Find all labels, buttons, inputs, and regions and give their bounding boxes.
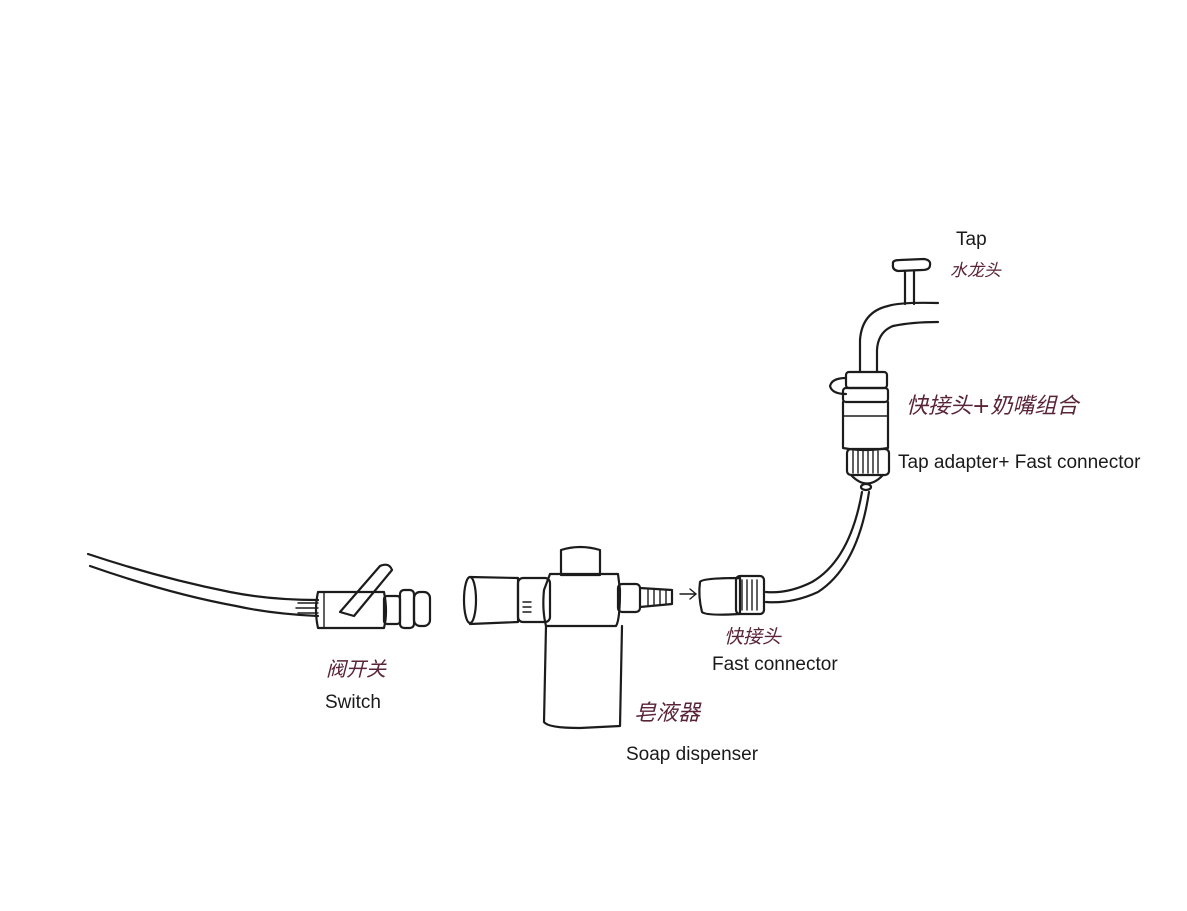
switch-label: Switch [325, 692, 381, 713]
tap-adapter-label: Tap adapter+ Fast connector [898, 452, 1141, 473]
tap-label-cn: 水龙头 [950, 261, 1001, 281]
fast-connector-label-cn: 快接头 [724, 626, 782, 648]
tap-drawing [858, 257, 940, 374]
switch-drawing [295, 563, 432, 630]
fast-connector-drawing [679, 574, 766, 616]
tap-adapter-drawing [828, 370, 891, 492]
left-hose [86, 552, 320, 602]
tap-label: Tap [956, 229, 987, 250]
soap-dispenser-label-cn: 皂液器 [634, 701, 701, 726]
soap-dispenser-label: Soap dispenser [626, 744, 759, 765]
upper-hose [764, 490, 864, 594]
switch-label-cn: 阀开关 [326, 657, 386, 681]
soap-dispenser-drawing [462, 545, 674, 730]
tap-adapter-label-cn: 快接头+奶嘴组合 [906, 394, 1079, 419]
fast-connector-label: Fast connector [712, 654, 838, 675]
